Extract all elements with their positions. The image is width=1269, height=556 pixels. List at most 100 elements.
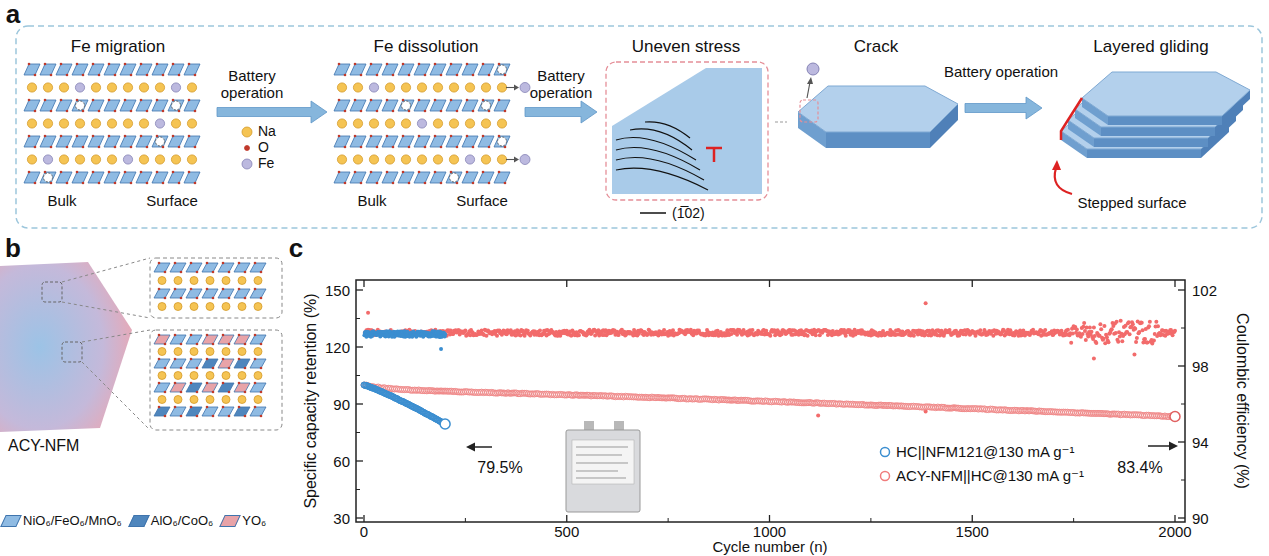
oxygen-atom bbox=[190, 288, 193, 291]
sodium-atom bbox=[238, 303, 246, 311]
oxygen-atom bbox=[44, 171, 47, 174]
oxygen-atom bbox=[244, 367, 247, 370]
oxygen-atom bbox=[360, 146, 363, 149]
efficiency-point bbox=[463, 329, 467, 333]
sodium-atom bbox=[91, 119, 100, 128]
efficiency-point bbox=[1102, 324, 1106, 328]
sodium-atom bbox=[401, 83, 410, 92]
octahedron bbox=[104, 172, 120, 183]
sodium-atom bbox=[43, 119, 52, 128]
sodium-atom bbox=[222, 303, 230, 311]
dissolution-arrowhead bbox=[514, 85, 519, 91]
zoom-marker bbox=[42, 282, 62, 302]
oxygen-atom bbox=[114, 146, 117, 149]
octahedron bbox=[88, 172, 104, 183]
efficiency-point bbox=[538, 328, 542, 332]
oxygen-atom bbox=[392, 146, 395, 149]
oxygen-atom bbox=[174, 288, 177, 291]
lattice-fringes bbox=[616, 122, 708, 190]
oxygen-atom bbox=[178, 146, 181, 149]
octahedron bbox=[186, 383, 202, 392]
iron-atom bbox=[75, 83, 84, 92]
octahedron bbox=[234, 335, 250, 344]
oxygen-atom bbox=[164, 367, 167, 370]
panel-frame bbox=[16, 26, 1262, 228]
sodium-atom bbox=[187, 119, 196, 128]
zoom-line bbox=[62, 258, 150, 282]
oxygen-atom bbox=[92, 63, 95, 66]
oxygen-atom bbox=[482, 135, 485, 138]
oxygen-atom bbox=[504, 182, 507, 185]
octahedron bbox=[186, 407, 202, 416]
oxygen-atom bbox=[424, 146, 427, 149]
efficiency-point bbox=[366, 311, 370, 315]
oxygen-atom bbox=[162, 182, 165, 185]
efficiency-point bbox=[1135, 336, 1139, 340]
octahedron bbox=[350, 136, 366, 147]
octahedron bbox=[446, 100, 462, 111]
oxygen-atom bbox=[418, 99, 421, 102]
octahedron bbox=[202, 383, 218, 392]
octahedron bbox=[56, 136, 72, 147]
sodium-atom bbox=[206, 303, 214, 311]
octahedron bbox=[168, 136, 184, 147]
oxygen-atom bbox=[174, 406, 177, 409]
octahedron bbox=[40, 100, 56, 111]
oxygen-atom bbox=[402, 99, 405, 102]
oxygen-atom bbox=[164, 415, 167, 418]
oxygen-atom bbox=[60, 171, 63, 174]
oxygen-atom bbox=[158, 382, 161, 385]
oxygen-atom bbox=[238, 262, 241, 265]
oxygen-atom bbox=[222, 288, 225, 291]
octahedron bbox=[366, 136, 382, 147]
octahedron bbox=[334, 172, 350, 183]
efficiency-point bbox=[1142, 337, 1146, 341]
efficiency-point bbox=[1156, 324, 1160, 328]
oxygen-atom bbox=[114, 182, 117, 185]
stepped-edge bbox=[1061, 98, 1082, 140]
oxygen-atom bbox=[140, 135, 143, 138]
efficiency-point bbox=[1143, 337, 1147, 341]
oxygen-atom bbox=[386, 171, 389, 174]
octahedron bbox=[72, 64, 88, 75]
oxygen-atom bbox=[488, 74, 491, 77]
efficiency-point bbox=[1082, 321, 1086, 325]
oxygen-atom bbox=[238, 334, 241, 337]
sodium-atom bbox=[481, 83, 490, 92]
efficiency-point bbox=[495, 334, 499, 338]
oxygen-atom bbox=[354, 171, 357, 174]
octahedron bbox=[462, 136, 478, 147]
octahedron bbox=[120, 172, 136, 183]
oxygen-atom bbox=[418, 63, 421, 66]
octahedron bbox=[72, 172, 88, 183]
efficiency-point bbox=[1133, 327, 1137, 331]
dissolution-arrow bbox=[807, 82, 810, 98]
axis-tick bbox=[363, 280, 364, 287]
oxygen-atom bbox=[466, 171, 469, 174]
oxygen-atom bbox=[180, 343, 183, 346]
octahedron bbox=[152, 136, 168, 147]
oxygen-atom bbox=[472, 110, 475, 113]
oxygen-atom bbox=[178, 110, 181, 113]
octahedron bbox=[168, 64, 184, 75]
sodium-atom bbox=[174, 396, 182, 404]
oxygen-atom bbox=[254, 262, 257, 265]
oxygen-atom bbox=[34, 110, 37, 113]
efficiency-point bbox=[1043, 328, 1047, 332]
sticker-line bbox=[576, 463, 628, 464]
octahedron bbox=[350, 100, 366, 111]
octahedron bbox=[186, 289, 202, 298]
plate-top bbox=[798, 86, 958, 132]
octahedron bbox=[40, 136, 56, 147]
octahedron bbox=[398, 100, 414, 111]
sodium-atom bbox=[158, 303, 166, 311]
sodium-atom bbox=[158, 372, 166, 380]
octahedron bbox=[366, 64, 382, 75]
sodium-atom bbox=[385, 155, 394, 164]
oxygen-atom bbox=[212, 343, 215, 346]
efficiency-point bbox=[750, 328, 754, 332]
oxygen-atom bbox=[254, 358, 257, 361]
oxygen-atom bbox=[450, 63, 453, 66]
efficiency-point bbox=[1105, 335, 1109, 339]
octahedron bbox=[334, 100, 350, 111]
